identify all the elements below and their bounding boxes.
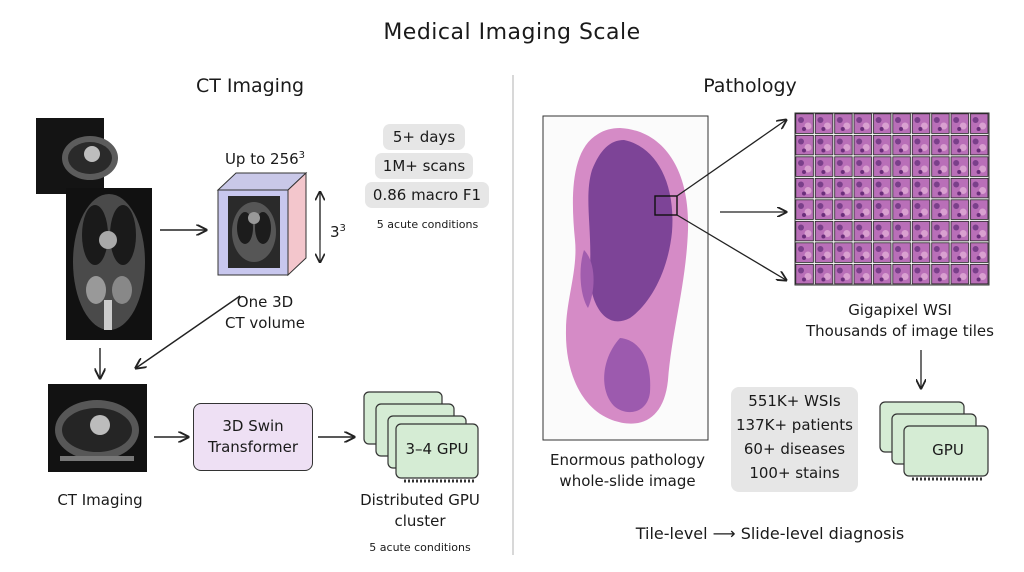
ct-stat-f1: 0.86 macro F1 (365, 182, 489, 208)
wsi-image (542, 115, 709, 441)
ct-slice-label: CT Imaging (57, 491, 143, 509)
volume-label: One 3D CT volume (205, 292, 325, 334)
tiles-label: Gigapixel WSI Thousands of image tiles (800, 300, 1000, 342)
patch-exp: 3 (339, 223, 346, 234)
volume-size-exp: 3 (298, 150, 306, 161)
swin-transformer-box: 3D Swin Transformer (193, 403, 313, 471)
wsi-label-line1: Enormous pathology (550, 451, 705, 469)
path-stat-diseases: 60+ diseases (743, 440, 846, 458)
cluster-label: Distributed GPU cluster (340, 490, 500, 532)
path-gpu-stack (879, 401, 989, 481)
volume-label-line1: One 3D (236, 293, 294, 311)
ct-stat-days: 5+ days (383, 124, 465, 150)
wsi-label: Enormous pathology whole-slide image (540, 450, 715, 492)
wsi-label-line2: whole-slide image (559, 472, 696, 490)
arrow-zoom-top (676, 120, 786, 197)
page-title: Medical Imaging Scale (383, 20, 641, 45)
model-line1: 3D Swin (222, 417, 284, 435)
diagnosis-from: Tile-level (635, 524, 708, 543)
tile-grid (795, 113, 989, 285)
model-line2: Transformer (207, 438, 298, 456)
ct-gpu-stack (363, 391, 479, 483)
arrow-volume-to-slice (136, 295, 241, 368)
ct-slice-image (48, 384, 147, 472)
diagnosis-to: Slide-level diagnosis (740, 524, 905, 543)
ct-heading: CT Imaging (195, 75, 305, 97)
diagnosis-flow: Tile-level ⟶ Slide-level diagnosis (600, 523, 940, 544)
volume-label-line2: CT volume (225, 314, 305, 332)
arrow-zoom-bottom (676, 214, 786, 280)
path-stat-stains: 100+ stains (749, 464, 840, 482)
ct-stat-scans: 1M+ scans (375, 153, 473, 179)
cluster-line1: Distributed GPU (360, 491, 480, 509)
path-gpu-label: GPU (932, 441, 964, 459)
pathology-stats-box: 551K+ WSIs 137K+ patients 60+ diseases 1… (731, 387, 858, 492)
section-divider (512, 75, 514, 555)
tiles-label-line1: Gigapixel WSI (848, 301, 952, 319)
volume-size-label: Up to 2563 (205, 145, 325, 170)
patch-size-label: 33 (330, 218, 354, 243)
cluster-note: 5 acute conditions (369, 541, 471, 554)
ct-volume-cube (216, 171, 308, 277)
volume-size-prefix: Up to 256 (224, 150, 299, 168)
cluster-line2: cluster (394, 512, 446, 530)
patch-base: 3 (330, 223, 340, 241)
ct-gpu-label: 3–4 GPU (405, 440, 469, 458)
path-stat-wsis: 551K+ WSIs (748, 392, 841, 410)
diagnosis-arrow: ⟶ (712, 524, 736, 543)
ct-axial-image (36, 118, 118, 194)
pathology-heading: Pathology (703, 75, 797, 97)
tiles-label-line2: Thousands of image tiles (806, 322, 994, 340)
path-stat-patients: 137K+ patients (736, 416, 853, 434)
ct-coronal-image (66, 188, 152, 340)
ct-stats-note: 5 acute conditions (376, 218, 479, 231)
